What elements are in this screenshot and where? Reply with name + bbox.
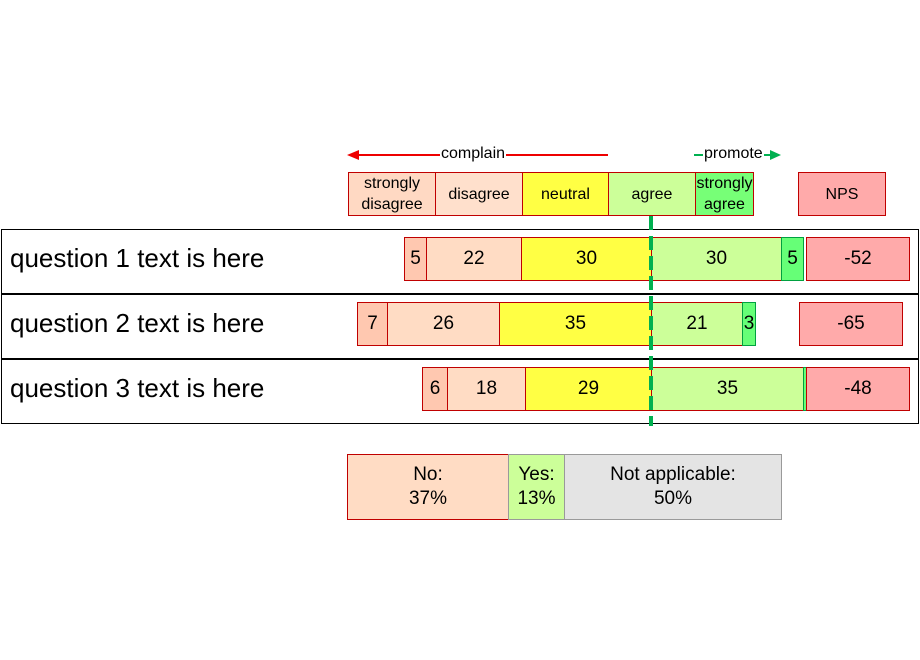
legend-item-label: strongly agree — [696, 173, 752, 215]
summary-value: 13% — [517, 488, 556, 509]
bar-segment-agree: 30 — [651, 237, 782, 281]
legend-item-label: neutral — [541, 184, 590, 205]
bar-segment-disagree: 26 — [387, 302, 500, 346]
summary-value: 37% — [408, 488, 448, 509]
summary-label: No: — [413, 464, 443, 485]
question-label: question 3 text is here — [10, 373, 265, 403]
summary-segment: No: 37% — [347, 454, 509, 520]
summary-text: Not applicable: 50% — [610, 463, 736, 511]
bar-segment-neutral: 30 — [521, 237, 652, 281]
nps-value: -65 — [799, 302, 903, 346]
summary-label: Not applicable: — [610, 464, 736, 485]
summary-text: Yes: 13% — [517, 463, 555, 511]
question-label: question 2 text is here — [10, 308, 265, 338]
legend-item-strongly-agree: strongly agree — [695, 172, 754, 216]
legend-item-label: strongly disagree — [361, 173, 422, 215]
legend-label-line1: neutral — [541, 185, 590, 203]
bar-segment-neutral: 35 — [499, 302, 652, 346]
legend-label-line2: agree — [704, 196, 745, 213]
summary-value: 50% — [653, 488, 692, 509]
bar-segment-agree: 35 — [651, 367, 804, 411]
complain-arrow-head — [347, 150, 359, 160]
legend-item-neutral: neutral — [522, 172, 609, 216]
nps-value: -52 — [806, 237, 910, 281]
legend-label-line2: disagree — [361, 196, 423, 213]
legend-item-agree: agree — [608, 172, 696, 216]
question-row — [1, 294, 919, 359]
promote-label: promote — [703, 145, 764, 163]
legend-label-line1: disagree — [448, 185, 510, 203]
bar-segment-disagree: 22 — [426, 237, 522, 281]
bar-segment-neutral: 29 — [525, 367, 652, 411]
complain-label: complain — [440, 145, 507, 163]
question-label: question 1 text is here — [10, 243, 265, 273]
summary-label: Yes: — [518, 464, 555, 485]
legend-label-line1: strongly — [363, 175, 421, 192]
bar-segment-strongly-disagree: 7 — [357, 302, 388, 346]
legend-item-strongly-disagree: strongly disagree — [348, 172, 436, 216]
nps-value: -48 — [806, 367, 910, 411]
legend-item-label: agree — [632, 184, 673, 205]
promote-arrow-head — [770, 150, 781, 160]
legend-item-label: disagree — [448, 184, 509, 205]
nps-header: NPS — [798, 172, 886, 216]
legend-label-line1: agree — [631, 185, 673, 203]
summary-segment: Not applicable: 50% — [564, 454, 782, 520]
summary-text: No: 37% — [409, 463, 447, 511]
bar-segment-strongly-agree: 3 — [742, 302, 756, 346]
summary-segment: Yes: 13% — [508, 454, 565, 520]
legend-label-line1: strongly — [696, 175, 753, 192]
question-row — [1, 229, 919, 294]
bar-segment-strongly-agree: 5 — [781, 237, 804, 281]
question-row — [1, 359, 919, 424]
